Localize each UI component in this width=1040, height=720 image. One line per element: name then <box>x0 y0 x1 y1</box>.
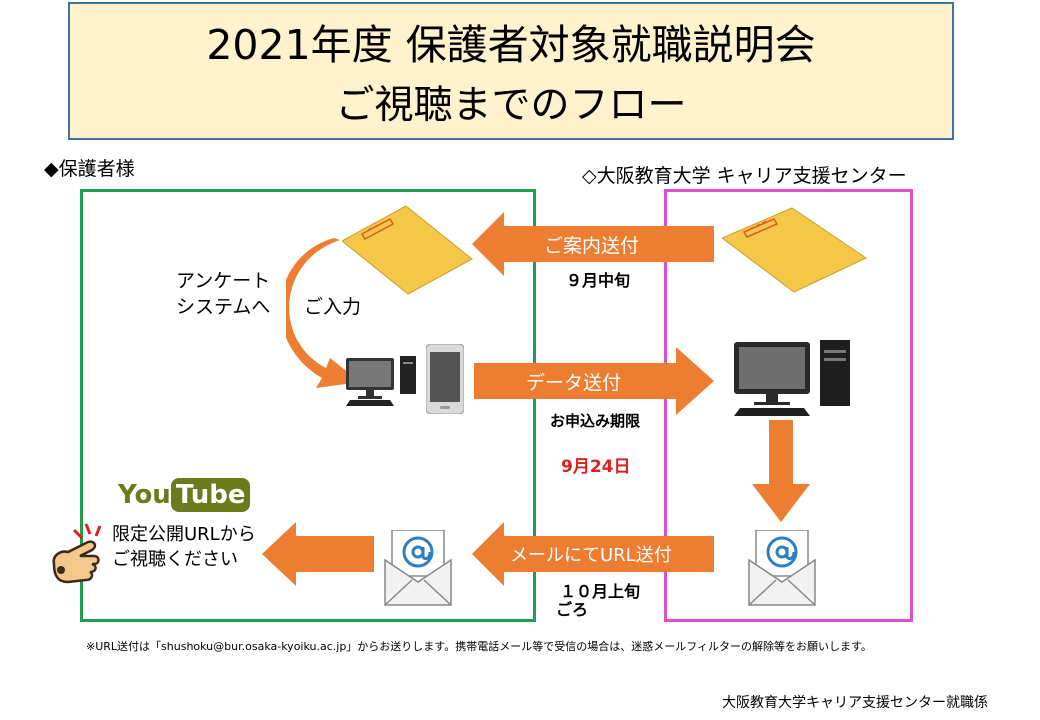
deadline-label: お申込み期限 <box>550 412 641 430</box>
guardian-heading: ◆保護者様 <box>44 158 135 180</box>
title-line-2: ご視聴までのフロー <box>335 83 687 128</box>
youtube-logo-you: You <box>118 480 171 510</box>
guardian-panel <box>80 189 536 622</box>
center-heading: ◇大阪教育大学 キャリア支援センター <box>582 165 907 187</box>
mail-timing-line-2: ごろ <box>556 600 589 619</box>
survey-label-line-1: アンケート <box>176 270 271 292</box>
mail-label: メールにてURL送付 <box>510 545 672 566</box>
center-panel <box>664 189 913 622</box>
data-arrow <box>474 347 714 415</box>
invite-arrow <box>472 212 714 276</box>
survey-label-line-2: システムへ <box>176 296 271 318</box>
invite-timing: ９月中旬 <box>566 271 631 290</box>
title-line-1: 2021年度 保護者対象就職説明会 <box>206 21 816 69</box>
survey-input-label: ご入力 <box>304 296 362 318</box>
desktop-computer-icon <box>346 356 416 406</box>
footer: 大阪教育大学キャリア支援センター就職係 <box>722 695 988 711</box>
data-label: データ送付 <box>526 372 622 394</box>
email-at-icon <box>748 530 816 606</box>
down-arrow <box>752 420 810 522</box>
desktop-computer-icon <box>734 340 850 416</box>
pointing-hand-icon <box>52 523 102 584</box>
envelope-icon <box>722 207 868 293</box>
youtube-logo-tube: Tube <box>170 478 251 512</box>
watch-arrow <box>262 522 374 586</box>
title-box: 2021年度 保護者対象就職説明会 ご視聴までのフロー <box>68 2 954 140</box>
deadline-date: 9月24日 <box>561 457 631 477</box>
smartphone-icon <box>426 344 464 414</box>
email-at-icon <box>384 530 452 606</box>
footnote: ※URL送付は「shushoku@bur.osaka-kyoiku.ac.jp」… <box>86 640 872 653</box>
watch-line-2: ご視聴ください <box>112 549 238 570</box>
mail-timing-line-1: １０月上旬 <box>560 582 641 601</box>
invite-label: ご案内送付 <box>544 235 640 257</box>
watch-line-1: 限定公開URLから <box>112 524 256 545</box>
envelope-icon <box>342 205 473 295</box>
mail-arrow <box>472 522 714 586</box>
